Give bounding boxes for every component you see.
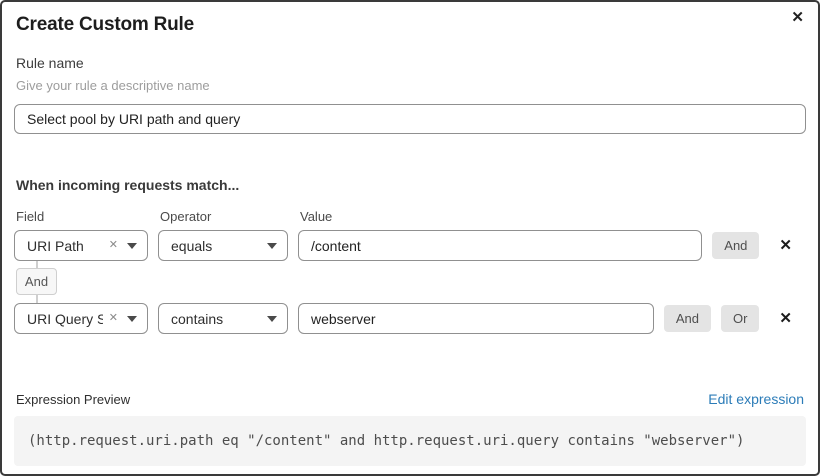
delete-row-icon[interactable]: ✕ [779,237,792,254]
match-section-heading: When incoming requests match... [16,177,240,193]
and-button[interactable]: And [712,232,760,259]
operator-select-value: equals [171,237,213,254]
field-select[interactable]: URI Query St... ✕ [14,303,148,334]
rule-name-label: Rule name [16,55,84,71]
value-input[interactable] [298,230,703,261]
and-connector-chip: And [16,268,57,295]
edit-expression-link[interactable]: Edit expression [708,391,804,407]
chevron-down-icon [267,242,277,249]
expression-preview-label: Expression Preview [16,392,131,407]
field-select-value: URI Query St... [27,310,103,327]
expression-code-block: (http.request.uri.path eq "/content" and… [14,416,806,466]
clear-selection-icon[interactable]: ✕ [108,239,118,251]
close-icon[interactable]: ✕ [791,9,804,26]
condition-row-1: URI Path ✕ equals And ✕ [14,230,806,261]
condition-row-2: URI Query St... ✕ contains And Or ✕ [14,303,806,334]
connector-line [35,261,38,268]
operator-select[interactable]: contains [158,303,288,334]
operator-column-label: Operator [160,209,212,224]
chevron-down-icon [127,315,137,322]
operator-select-value: contains [171,310,224,327]
value-input[interactable] [298,303,654,334]
condition-column-labels: Field Operator Value [14,209,806,224]
field-select[interactable]: URI Path ✕ [14,230,148,261]
clear-selection-icon[interactable]: ✕ [108,312,118,324]
value-column-label: Value [300,209,333,224]
rule-name-input[interactable] [14,104,806,134]
expression-code: (http.request.uri.path eq "/content" and… [28,433,745,449]
or-button[interactable]: Or [720,305,760,332]
and-button[interactable]: And [663,305,711,332]
chevron-down-icon [127,242,137,249]
field-column-label: Field [16,209,45,224]
modal-title: Create Custom Rule [16,14,194,35]
connector-line [35,295,38,303]
delete-row-icon[interactable]: ✕ [779,310,792,327]
chevron-down-icon [267,315,277,322]
operator-select[interactable]: equals [158,230,288,261]
field-select-value: URI Path [27,237,84,254]
rule-name-hint: Give your rule a descriptive name [16,78,210,93]
logic-connector: And [16,261,57,303]
expression-preview-header: Expression Preview Edit expression [14,391,806,407]
